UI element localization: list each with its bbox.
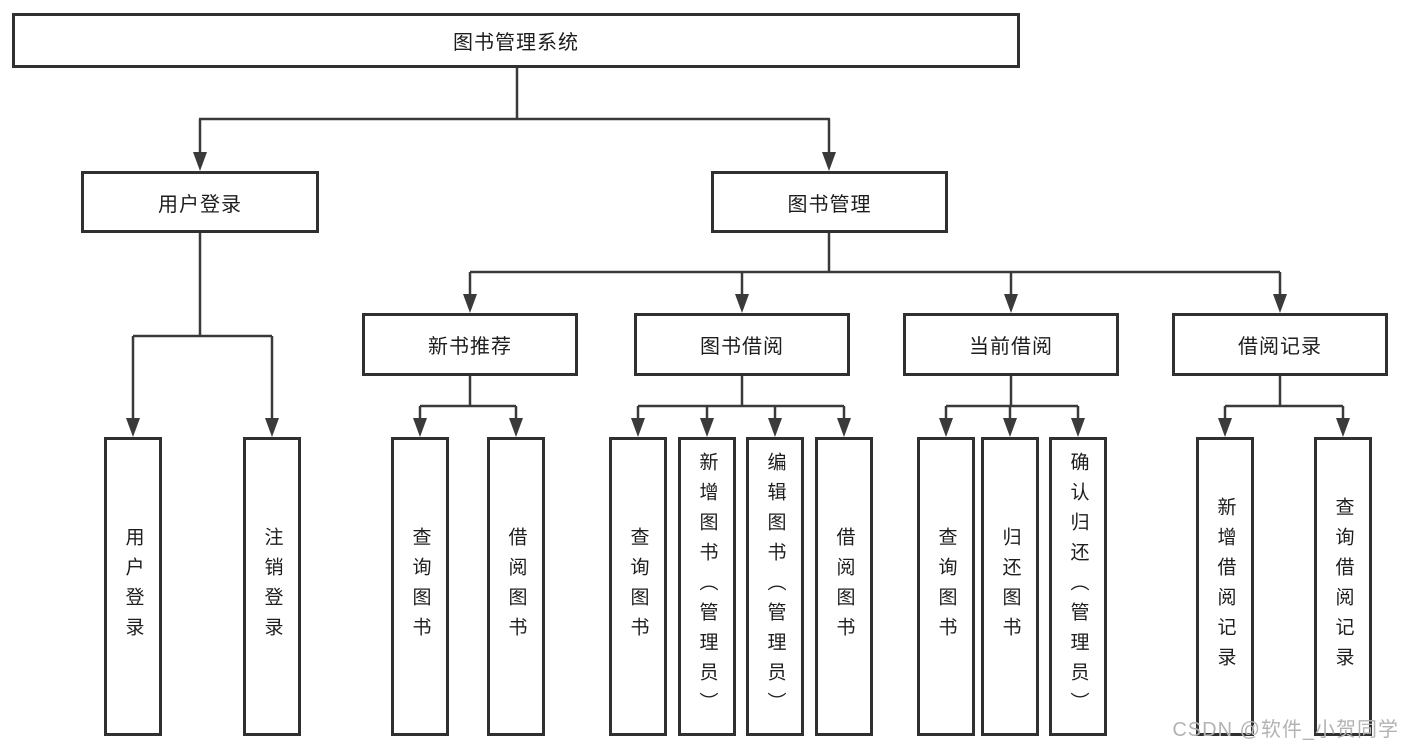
leaf-borrow-books-label: 借阅图书 bbox=[833, 526, 855, 647]
leaf-query-books-recommend: 查询图书 bbox=[391, 437, 449, 736]
leaf-query-borrow-record: 查询借阅记录 bbox=[1314, 437, 1372, 736]
node-library-system-label: 图书管理系统 bbox=[453, 32, 579, 54]
wire-borrow-records bbox=[1223, 376, 1345, 421]
node-user-login: 用户登录 bbox=[81, 171, 319, 233]
leaf-confirm-return-admin: 确认归还（管理员） bbox=[1049, 437, 1107, 736]
leaf-query-books-current: 查询图书 bbox=[917, 437, 975, 736]
leaf-edit-book-admin-label: 编辑图书（管理员） bbox=[764, 451, 786, 722]
leaf-logout: 注销登录 bbox=[243, 437, 301, 736]
arrowheads-user-login bbox=[126, 418, 279, 437]
node-new-book-recommend-label: 新书推荐 bbox=[428, 336, 512, 358]
node-library-system: 图书管理系统 bbox=[12, 13, 1020, 68]
arrowheads-new-book bbox=[413, 418, 523, 437]
arrowheads-book-borrow bbox=[631, 418, 851, 437]
leaf-query-borrow-record-label: 查询借阅记录 bbox=[1332, 496, 1354, 677]
leaf-add-borrow-record-label: 新增借阅记录 bbox=[1214, 496, 1236, 677]
leaf-add-book-admin-label: 新增图书（管理员） bbox=[696, 451, 718, 722]
node-borrow-records: 借阅记录 bbox=[1172, 313, 1388, 376]
node-borrow-records-label: 借阅记录 bbox=[1238, 336, 1322, 358]
wire-root bbox=[198, 67, 831, 155]
leaf-add-borrow-record: 新增借阅记录 bbox=[1196, 437, 1254, 736]
leaf-logout-label: 注销登录 bbox=[261, 526, 283, 647]
node-book-borrow: 图书借阅 bbox=[634, 313, 850, 376]
leaf-return-book-label: 归还图书 bbox=[999, 526, 1021, 647]
leaf-return-book: 归还图书 bbox=[981, 437, 1039, 736]
leaf-edit-book-admin: 编辑图书（管理员） bbox=[746, 437, 804, 736]
leaf-add-book-admin: 新增图书（管理员） bbox=[678, 437, 736, 736]
wire-current-borrow bbox=[944, 376, 1080, 421]
arrowheads-current-borrow bbox=[939, 418, 1085, 437]
leaf-query-books-borrow-label: 查询图书 bbox=[627, 526, 649, 647]
wire-book-management bbox=[468, 233, 1282, 297]
leaf-confirm-return-admin-label: 确认归还（管理员） bbox=[1067, 451, 1089, 722]
wire-user-login bbox=[131, 233, 274, 421]
node-book-management-label: 图书管理 bbox=[787, 193, 872, 216]
leaf-borrow-books: 借阅图书 bbox=[815, 437, 873, 736]
node-user-login-label: 用户登录 bbox=[158, 193, 242, 216]
arrowheads-borrow-records bbox=[1218, 418, 1350, 437]
leaf-query-books-recommend-label: 查询图书 bbox=[409, 526, 431, 647]
leaf-user-login: 用户登录 bbox=[104, 437, 162, 736]
leaf-query-books-borrow: 查询图书 bbox=[609, 437, 667, 736]
arrowheads-root bbox=[193, 152, 836, 171]
node-book-management: 图书管理 bbox=[711, 171, 948, 233]
wire-book-borrow bbox=[636, 376, 846, 421]
wire-new-book bbox=[418, 376, 518, 421]
node-current-borrow: 当前借阅 bbox=[903, 313, 1119, 376]
watermark: CSDN @软件_小贺同学 bbox=[1172, 719, 1399, 741]
leaf-query-books-current-label: 查询图书 bbox=[935, 526, 957, 647]
node-book-borrow-label: 图书借阅 bbox=[700, 336, 784, 358]
node-new-book-recommend: 新书推荐 bbox=[362, 313, 578, 376]
arrowheads-book-management bbox=[463, 294, 1287, 313]
node-current-borrow-label: 当前借阅 bbox=[969, 336, 1053, 358]
leaf-user-login-label: 用户登录 bbox=[122, 526, 144, 647]
leaf-borrow-books-recommend-label: 借阅图书 bbox=[505, 526, 527, 647]
leaf-borrow-books-recommend: 借阅图书 bbox=[487, 437, 545, 736]
